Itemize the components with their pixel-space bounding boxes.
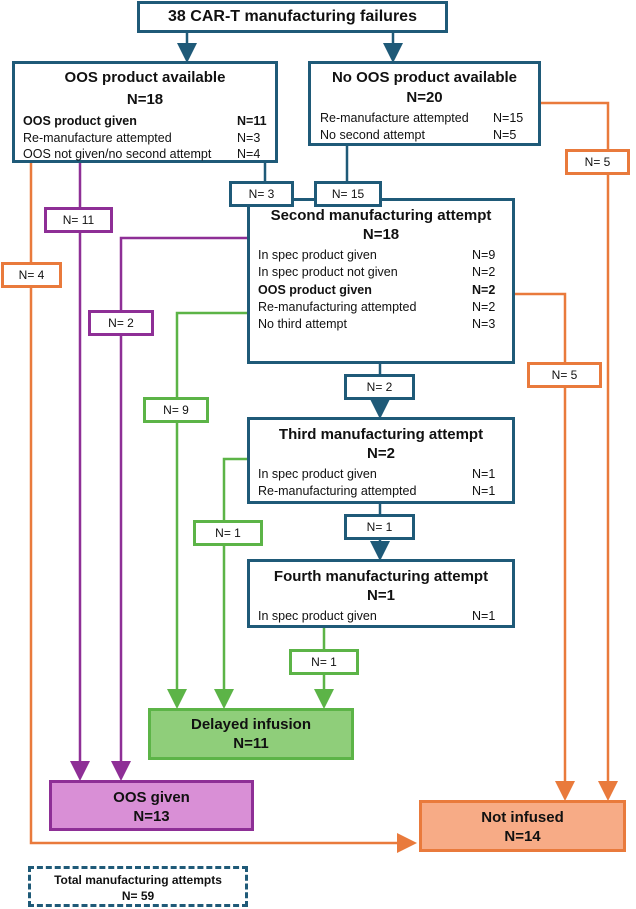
no-oos-row-label: Re-manufacture attempted — [320, 111, 469, 125]
edge-label-oos-to-second: N= 3 — [229, 181, 294, 207]
third-attempt-row-label: In spec product given — [258, 467, 377, 481]
edge-label-fourth-to-delayed: N= 1 — [289, 649, 359, 675]
oos-available-row-label: OOS not given/no second attempt — [23, 147, 212, 161]
second-attempt-row-label: No third attempt — [258, 317, 347, 331]
second-attempt-box: Second manufacturing attempt N=18 In spe… — [247, 198, 515, 364]
oos-available-row-n: N=4 — [237, 147, 261, 161]
second-attempt-row-n: N=2 — [472, 300, 496, 314]
second-attempt-row-label: Re-manufacturing attempted — [258, 300, 417, 314]
fourth-attempt-box: Fourth manufacturing attempt N=1 In spec… — [247, 559, 515, 628]
edge-second-to-notinfused — [514, 292, 575, 801]
second-attempt-row-n: N=2 — [472, 265, 496, 279]
total-attempts-box: Total manufacturing attempts N= 59 — [28, 866, 248, 907]
fourth-attempt-n: N=1 — [367, 587, 395, 604]
edge-third-to-delayed — [214, 457, 248, 709]
total-attempts-n: N= 59 — [121, 889, 155, 903]
no-oos-box: No OOS product available N=20 Re-manufac… — [308, 61, 541, 146]
edge-label-third-to-fourth: N= 1 — [344, 514, 415, 540]
second-attempt-title: Second manufacturing attempt — [270, 207, 492, 224]
oos-available-row-n: N=3 — [237, 131, 261, 145]
edge-label-nooos-to-notinfused: N= 5 — [565, 149, 630, 175]
third-attempt-n: N=2 — [367, 445, 395, 462]
edge-label-third-to-delayed: N= 1 — [193, 520, 263, 546]
oos-available-n: N=18 — [126, 91, 164, 108]
second-attempt-row-n: N=2 — [472, 283, 496, 297]
third-attempt-row-n: N=1 — [472, 484, 496, 498]
third-attempt-row-n: N=1 — [472, 467, 496, 481]
no-oos-title: No OOS product available — [331, 69, 518, 86]
edge-second-to-delayed — [167, 311, 248, 709]
oos-available-box: OOS product available N=18 OOS product g… — [12, 61, 278, 163]
edge-label-second-to-oosgiven: N= 2 — [88, 310, 154, 336]
second-attempt-row-label: In spec product given — [258, 248, 377, 262]
fourth-attempt-row-n: N=1 — [472, 609, 496, 623]
oos-available-title: OOS product available — [64, 69, 226, 86]
oos-given-n: N=13 — [133, 808, 170, 825]
second-attempt-n: N=18 — [362, 226, 400, 243]
edge-label-second-to-notinfused: N= 5 — [527, 362, 602, 388]
edge-label-oos-to-notinfused: N= 4 — [1, 262, 62, 288]
second-attempt-row-n: N=9 — [472, 248, 496, 262]
edge-label-nooos-to-second: N= 15 — [314, 181, 382, 207]
no-oos-row-n: N=5 — [493, 128, 517, 142]
edge-oos-to-notinfused — [29, 162, 417, 853]
fourth-attempt-title: Fourth manufacturing attempt — [273, 568, 489, 585]
edge-nooos-to-notinfused — [540, 101, 618, 801]
no-oos-row-label: No second attempt — [320, 128, 425, 142]
third-attempt-row-label: Re-manufacturing attempted — [258, 484, 417, 498]
top-title: 38 CAR-T manufacturing failures — [168, 8, 417, 25]
oos-given-box: OOS given N=13 — [49, 780, 254, 831]
edge-label-second-to-delayed: N= 9 — [143, 397, 209, 423]
second-attempt-row-label: In spec product not given — [258, 265, 398, 279]
oos-available-row-n: N=11 — [237, 114, 267, 128]
third-attempt-title: Third manufacturing attempt — [278, 426, 484, 443]
oos-given-title: OOS given — [113, 789, 190, 806]
not-infused-n: N=14 — [504, 828, 541, 845]
second-attempt-row-label: OOS product given — [258, 283, 372, 297]
no-oos-n: N=20 — [406, 89, 443, 106]
not-infused-box: Not infused N=14 — [419, 800, 626, 852]
no-oos-row-n: N=15 — [493, 111, 524, 125]
total-attempts-title: Total manufacturing attempts — [54, 873, 222, 887]
oos-available-row-label: Re-manufacture attempted — [23, 131, 172, 145]
not-infused-title: Not infused — [481, 809, 564, 826]
edge-label-second-to-third: N= 2 — [344, 374, 415, 400]
second-attempt-row-n: N=3 — [472, 317, 496, 331]
edge-label-oos-to-oosgiven: N= 11 — [44, 207, 113, 233]
delayed-infusion-n: N=11 — [233, 735, 269, 752]
third-attempt-box: Third manufacturing attempt N=2 In spec … — [247, 417, 515, 504]
delayed-infusion-box: Delayed infusion N=11 — [148, 708, 354, 760]
fourth-attempt-row-label: In spec product given — [258, 609, 377, 623]
edge-second-to-oosgiven — [111, 236, 248, 781]
delayed-infusion-title: Delayed infusion — [190, 716, 312, 733]
oos-available-row-label: OOS product given — [23, 114, 137, 128]
top-title-box: 38 CAR-T manufacturing failures — [137, 1, 448, 33]
